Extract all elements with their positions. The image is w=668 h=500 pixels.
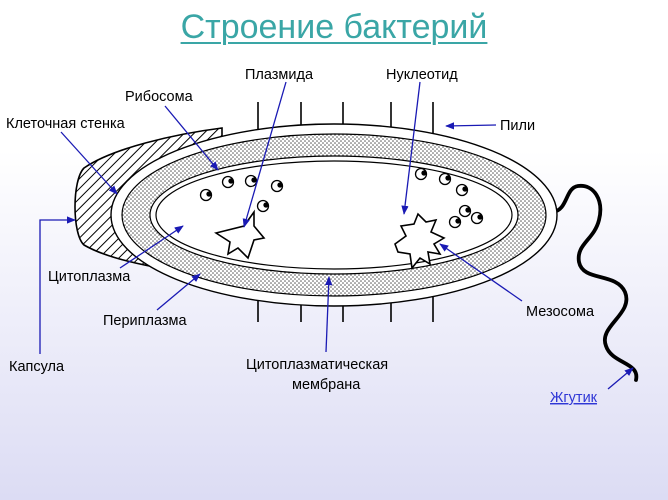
- arrow-pili: [445, 122, 497, 130]
- label-cytoplasm: Цитоплазма: [48, 269, 131, 285]
- arrow-cytoplasm: [119, 225, 184, 269]
- arrow-mesosome: [439, 243, 523, 302]
- label-membrane-line1: Цитоплазматическая: [246, 357, 388, 373]
- nucleoid: [394, 212, 446, 270]
- label-membrane-line2: мембрана: [292, 377, 361, 393]
- ribosomes: [199, 167, 484, 229]
- arrow-periplasm: [156, 273, 201, 311]
- label-pili: Пили: [500, 118, 535, 134]
- arrow-cell-wall: [60, 131, 118, 195]
- arrow-flagellum: [607, 367, 634, 390]
- plasmid: [214, 209, 266, 260]
- label-nucleotide: Нуклеотид: [386, 67, 458, 83]
- arrow-ribosome: [164, 105, 219, 171]
- label-mesosome: Мезосома: [526, 304, 595, 320]
- flagellum: [551, 184, 639, 382]
- label-ribosome: Рибосома: [125, 89, 194, 105]
- label-periplasm: Периплазма: [103, 313, 187, 329]
- page-title: Строение бактерий: [180, 8, 488, 46]
- arrow-nucleotide: [401, 81, 421, 215]
- cytoplasm: [155, 160, 513, 270]
- arrow-membrane: [325, 276, 333, 353]
- flagellum-link[interactable]: Жгутик: [550, 390, 598, 406]
- label-capsule: Капсула: [9, 359, 65, 375]
- label-plasmid: Плазмида: [245, 67, 314, 83]
- arrow-plasmid: [242, 81, 287, 228]
- arrow-capsule: [39, 216, 76, 354]
- label-cell-wall: Клеточная стенка: [6, 116, 126, 132]
